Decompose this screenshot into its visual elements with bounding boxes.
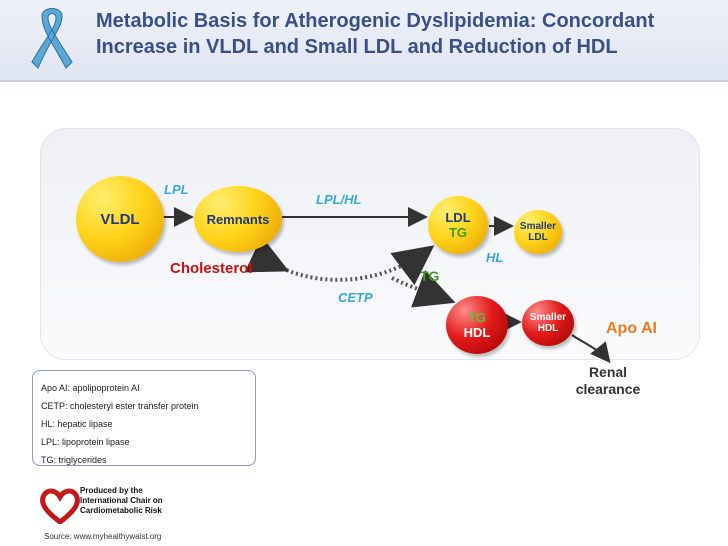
renal-clearance-label: Renal clearance [562,364,654,398]
ribbon-icon [31,8,73,69]
smaller-ldl-label-1: Smaller [519,221,557,232]
remnants-label: Remnants [206,211,270,227]
legend-item: HL: hepatic lipase [41,419,113,429]
vldl-particle: VLDL [76,176,164,262]
abbreviation-legend: Apo AI: apolipoprotein AI CETP: choleste… [32,370,256,466]
legend-item: Apo AI: apolipoprotein AI [41,383,140,393]
producer-logo-text: Produced by the International Chair on C… [80,486,163,516]
ldl-particle: LDL TG [428,196,488,254]
smaller-hdl-particle: Smaller HDL [522,300,574,346]
lpl-label: LPL [164,182,189,197]
ldl-label: LDL [445,210,471,225]
smaller-ldl-particle: Smaller LDL [514,210,562,254]
tg-hdl-hdl-label: HDL [463,325,491,340]
source-credit: Source: www.myhealthywaist.org [44,532,162,541]
tg-transfer-label: TG [420,268,440,284]
title-line-2: Increase in VLDL and Small LDL and Reduc… [96,36,618,58]
cetp-exchange-arrow [244,236,435,286]
cetp-label: CETP [338,290,373,305]
legend-item: CETP: cholesteryl ester transfer protein [41,401,199,411]
tg-hdl-tg-label: TG [467,310,487,325]
lpl-hl-label: LPL/HL [316,192,362,207]
smaller-hdl-label-1: Smaller [529,312,567,323]
vldl-label: VLDL [100,210,140,228]
ldl-tg-label: TG [448,225,468,240]
title-divider [0,80,728,82]
tg-transfer-arrow [391,270,456,308]
arrow-renal-clearance [571,334,611,364]
legend-item: LPL: lipoprotein lipase [41,437,130,447]
apo-ai-label: Apo AI [606,320,657,337]
renal-label-line-2: clearance [575,381,641,397]
page-title: Metabolic Basis for Atherogenic Dyslipid… [96,8,716,60]
hl-label: HL [486,250,504,265]
legend-item: TG: triglycerides [41,455,107,465]
remnants-particle: Remnants [194,186,282,252]
logo-line-2: International Chair on [80,496,163,505]
smaller-ldl-label-2: LDL [528,232,548,243]
heart-logo-icon [40,488,80,524]
tg-hdl-particle: TG HDL [446,296,508,354]
logo-line-1: Produced by the [80,486,143,495]
logo-line-3: Cardiometabolic Risk [80,506,162,515]
renal-label-line-1: Renal [588,364,628,380]
title-line-1: Metabolic Basis for Atherogenic Dyslipid… [96,10,655,32]
title-bar [0,0,728,80]
cholesterol-label: Cholesterol [170,260,253,277]
smaller-hdl-label-2: HDL [537,323,559,334]
